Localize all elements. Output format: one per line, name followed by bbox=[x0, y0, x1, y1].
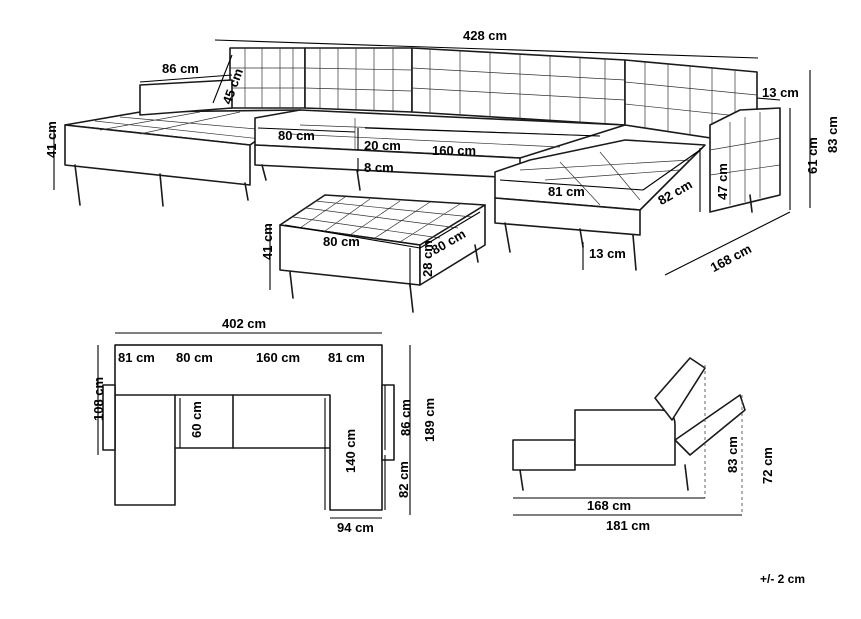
side-backrest-reclined bbox=[674, 394, 746, 456]
label-back-height: 61 cm bbox=[805, 137, 820, 174]
label-total-depth: 168 cm bbox=[708, 241, 754, 275]
label-ottoman-cushion: 28 cm bbox=[420, 240, 435, 277]
left-chaise-legs bbox=[74, 164, 249, 207]
ottoman-legs bbox=[289, 244, 479, 313]
label-chaise-depth: 86 cm bbox=[162, 61, 199, 76]
label-topview-segment-1: 81 cm bbox=[118, 350, 155, 365]
label-sideview-bed-length: 168 cm bbox=[587, 498, 631, 513]
top-view-armrest-right bbox=[381, 384, 395, 461]
label-chaise-seat-width: 81 cm bbox=[548, 184, 585, 199]
label-total-height: 83 cm bbox=[825, 116, 840, 153]
label-sideview-reclined-height: 72 cm bbox=[760, 447, 775, 484]
top-view-armrest-left bbox=[102, 384, 116, 451]
label-left-seat-width: 80 cm bbox=[278, 128, 315, 143]
label-topview-seat-depth: 60 cm bbox=[189, 401, 204, 438]
label-ottoman-width: 80 cm bbox=[323, 234, 360, 249]
label-topview-chaise-seat: 86 cm bbox=[398, 399, 413, 436]
label-topview-total-width: 402 cm bbox=[222, 316, 266, 331]
right-chaise-legs bbox=[504, 194, 753, 271]
label-topview-segment-2: 80 cm bbox=[176, 350, 213, 365]
right-chaise-front bbox=[494, 197, 641, 236]
label-leg-gap: 8 cm bbox=[364, 160, 394, 175]
isometric-dimension-lines bbox=[53, 39, 811, 290]
label-topview-overall-depth: 189 cm bbox=[422, 398, 437, 442]
label-topview-segment-4: 81 cm bbox=[328, 350, 365, 365]
label-total-width: 428 cm bbox=[463, 28, 507, 43]
label-cushion-thickness: 20 cm bbox=[364, 138, 401, 153]
side-seat-left bbox=[512, 439, 576, 471]
ottoman-side bbox=[419, 204, 486, 286]
label-ottoman-height: 41 cm bbox=[260, 223, 275, 260]
ottoman-drawing bbox=[279, 194, 486, 313]
side-seat-cushion bbox=[574, 409, 676, 466]
side-legs bbox=[519, 464, 689, 491]
left-chaise-front bbox=[64, 124, 251, 186]
label-leg-height: 13 cm bbox=[589, 246, 626, 261]
label-topview-chaise-length: 140 cm bbox=[343, 429, 358, 473]
label-middle-seat-width: 160 cm bbox=[432, 143, 476, 158]
label-seat-height-left: 41 cm bbox=[44, 121, 59, 158]
label-seat-height-right: 47 cm bbox=[715, 163, 730, 200]
label-sideview-back-height: 83 cm bbox=[725, 436, 740, 473]
label-topview-chaise-width: 94 cm bbox=[337, 520, 374, 535]
label-armrest-width: 13 cm bbox=[762, 85, 799, 100]
label-topview-segment-3: 160 cm bbox=[256, 350, 300, 365]
backrest-panel-2 bbox=[304, 47, 413, 113]
middle-legs bbox=[261, 164, 361, 191]
tolerance-note: +/- 2 cm bbox=[760, 572, 806, 586]
side-view-drawing bbox=[512, 357, 746, 516]
sofa-isometric-drawing bbox=[64, 47, 781, 271]
left-armrest bbox=[139, 79, 233, 116]
label-sideview-total-length: 181 cm bbox=[606, 518, 650, 533]
label-topview-left-depth: 108 cm bbox=[91, 377, 106, 421]
backrest-panel-3 bbox=[411, 47, 626, 126]
top-view-outline bbox=[114, 344, 383, 511]
top-view-drawing bbox=[97, 332, 411, 519]
label-topview-chaise-front: 82 cm bbox=[396, 461, 411, 498]
